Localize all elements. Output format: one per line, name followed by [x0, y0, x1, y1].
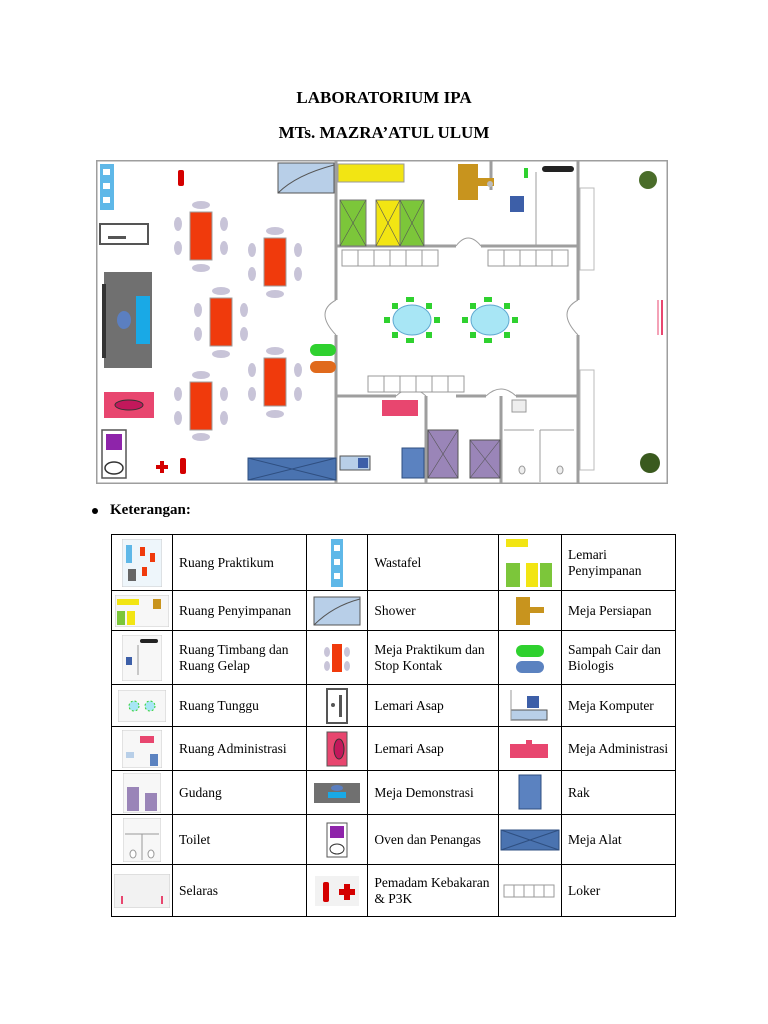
- waste-bin-icon: [497, 630, 562, 685]
- dark-room-thumb-icon: [111, 630, 173, 685]
- admin-room-thumb-icon: [111, 726, 173, 771]
- legend-label: Lemari Asap: [367, 684, 499, 727]
- oven-icon: [306, 814, 369, 865]
- practice-tables: [189, 211, 287, 431]
- legend-row: Selaras Pemadam Kebakaran & P3K Loker: [111, 864, 677, 917]
- liquid-waste-bin-icon: [310, 344, 336, 356]
- legend-label: Lemari Penyimpanan: [560, 534, 677, 591]
- admin-table-icon: [497, 726, 562, 771]
- legend-row: Gudang Meja Demonstrasi Rak: [111, 770, 677, 815]
- stools: [174, 201, 302, 441]
- sink-icon: [306, 534, 369, 591]
- legend-label: Lemari Asap: [367, 726, 499, 771]
- plant-icon: [640, 453, 660, 473]
- legend-label: Meja Praktikum dan Stop Kontak: [367, 630, 499, 685]
- legend-label: Ruang Tunggu: [171, 684, 308, 727]
- storage-cabinet-icon: [497, 534, 562, 591]
- waiting-table: [392, 304, 432, 336]
- legend-label: Oven dan Penangas: [367, 814, 499, 865]
- fume-cupboard-icon: [99, 223, 149, 245]
- corridor-thumb-icon: [111, 864, 173, 917]
- legend-row: Ruang Timbang dan Ruang Gelap Meja Prakt…: [111, 630, 677, 685]
- lockers: [341, 249, 569, 393]
- fire-extinguisher-icon: [180, 458, 186, 474]
- shelf-icon: [401, 447, 425, 479]
- legend-label: Wastafel: [367, 534, 499, 591]
- waiting-table: [470, 304, 510, 336]
- legend-label: Meja Persiapan: [560, 590, 677, 631]
- legend-label: Ruang Timbang dan Ruang Gelap: [171, 630, 308, 685]
- legend-row: Ruang Administrasi Lemari Asap Meja Admi…: [111, 726, 677, 771]
- fire-extinguisher-icon: [178, 170, 184, 186]
- legend-label: Shower: [367, 590, 499, 631]
- plant-icon: [639, 171, 657, 189]
- legend-label: Meja Administrasi: [560, 726, 677, 771]
- legend-label: Loker: [560, 864, 677, 917]
- admin-table-icon: [382, 400, 418, 416]
- page-subtitle: MTs. MAZRA’ATUL ULUM: [278, 123, 490, 142]
- legend-label: Selaras: [171, 864, 308, 917]
- locker-icon: [497, 864, 562, 917]
- door-arcs: [324, 237, 579, 397]
- shelf-icon: [497, 770, 562, 815]
- practice-room-thumb-icon: [111, 534, 173, 591]
- legend-heading: Keterangan:: [92, 502, 191, 519]
- waiting-room-thumb-icon: [111, 684, 173, 727]
- legend-row: Ruang Penyimpanan Shower Meja Persiapan: [111, 590, 677, 631]
- legend-label: Ruang Penyimpanan: [171, 590, 308, 631]
- legend-label: Sampah Cair dan Biologis: [560, 630, 677, 685]
- legend-label: Rak: [560, 770, 677, 815]
- practice-table-icon: [306, 630, 369, 685]
- legend-label: Pemadam Kebakaran & P3K: [367, 864, 499, 917]
- fire-extinguisher-icon: [306, 864, 369, 917]
- legend-label: Ruang Praktikum: [171, 534, 308, 591]
- prep-table-icon: [497, 590, 562, 631]
- toilet-thumb-icon: [111, 814, 173, 865]
- legend-label: Meja Demonstrasi: [367, 770, 499, 815]
- floor-plan: [96, 160, 668, 484]
- storage-cabinets: [339, 199, 425, 247]
- warehouse-thumb-icon: [111, 770, 173, 815]
- legend-label: Gudang: [171, 770, 308, 815]
- storage-room-thumb-icon: [111, 590, 173, 631]
- bio-waste-bin-icon: [310, 361, 336, 373]
- shower-icon: [306, 590, 369, 631]
- legend-label: Toilet: [171, 814, 308, 865]
- fume-cupboard-icon: [306, 684, 369, 727]
- legend-row: Toilet Oven dan Penangas Meja Alat: [111, 814, 677, 865]
- legend-label: Meja Komputer: [560, 684, 677, 727]
- computer-table-icon: [497, 684, 562, 727]
- page-title: LABORATORIUM IPA: [296, 88, 472, 107]
- legend-table: Ruang Praktikum Wastafel Lemari Penyimpa…: [111, 534, 677, 917]
- legend-row: Ruang Praktikum Wastafel Lemari Penyimpa…: [111, 534, 677, 591]
- demo-table-icon: [306, 770, 369, 815]
- legend-row: Ruang Tunggu Lemari Asap Meja Komputer: [111, 684, 677, 727]
- legend-label: Ruang Administrasi: [171, 726, 308, 771]
- equipment-table-icon: [497, 814, 562, 865]
- legend-label: Meja Alat: [560, 814, 677, 865]
- pink-fume-cupboard-icon: [306, 726, 369, 771]
